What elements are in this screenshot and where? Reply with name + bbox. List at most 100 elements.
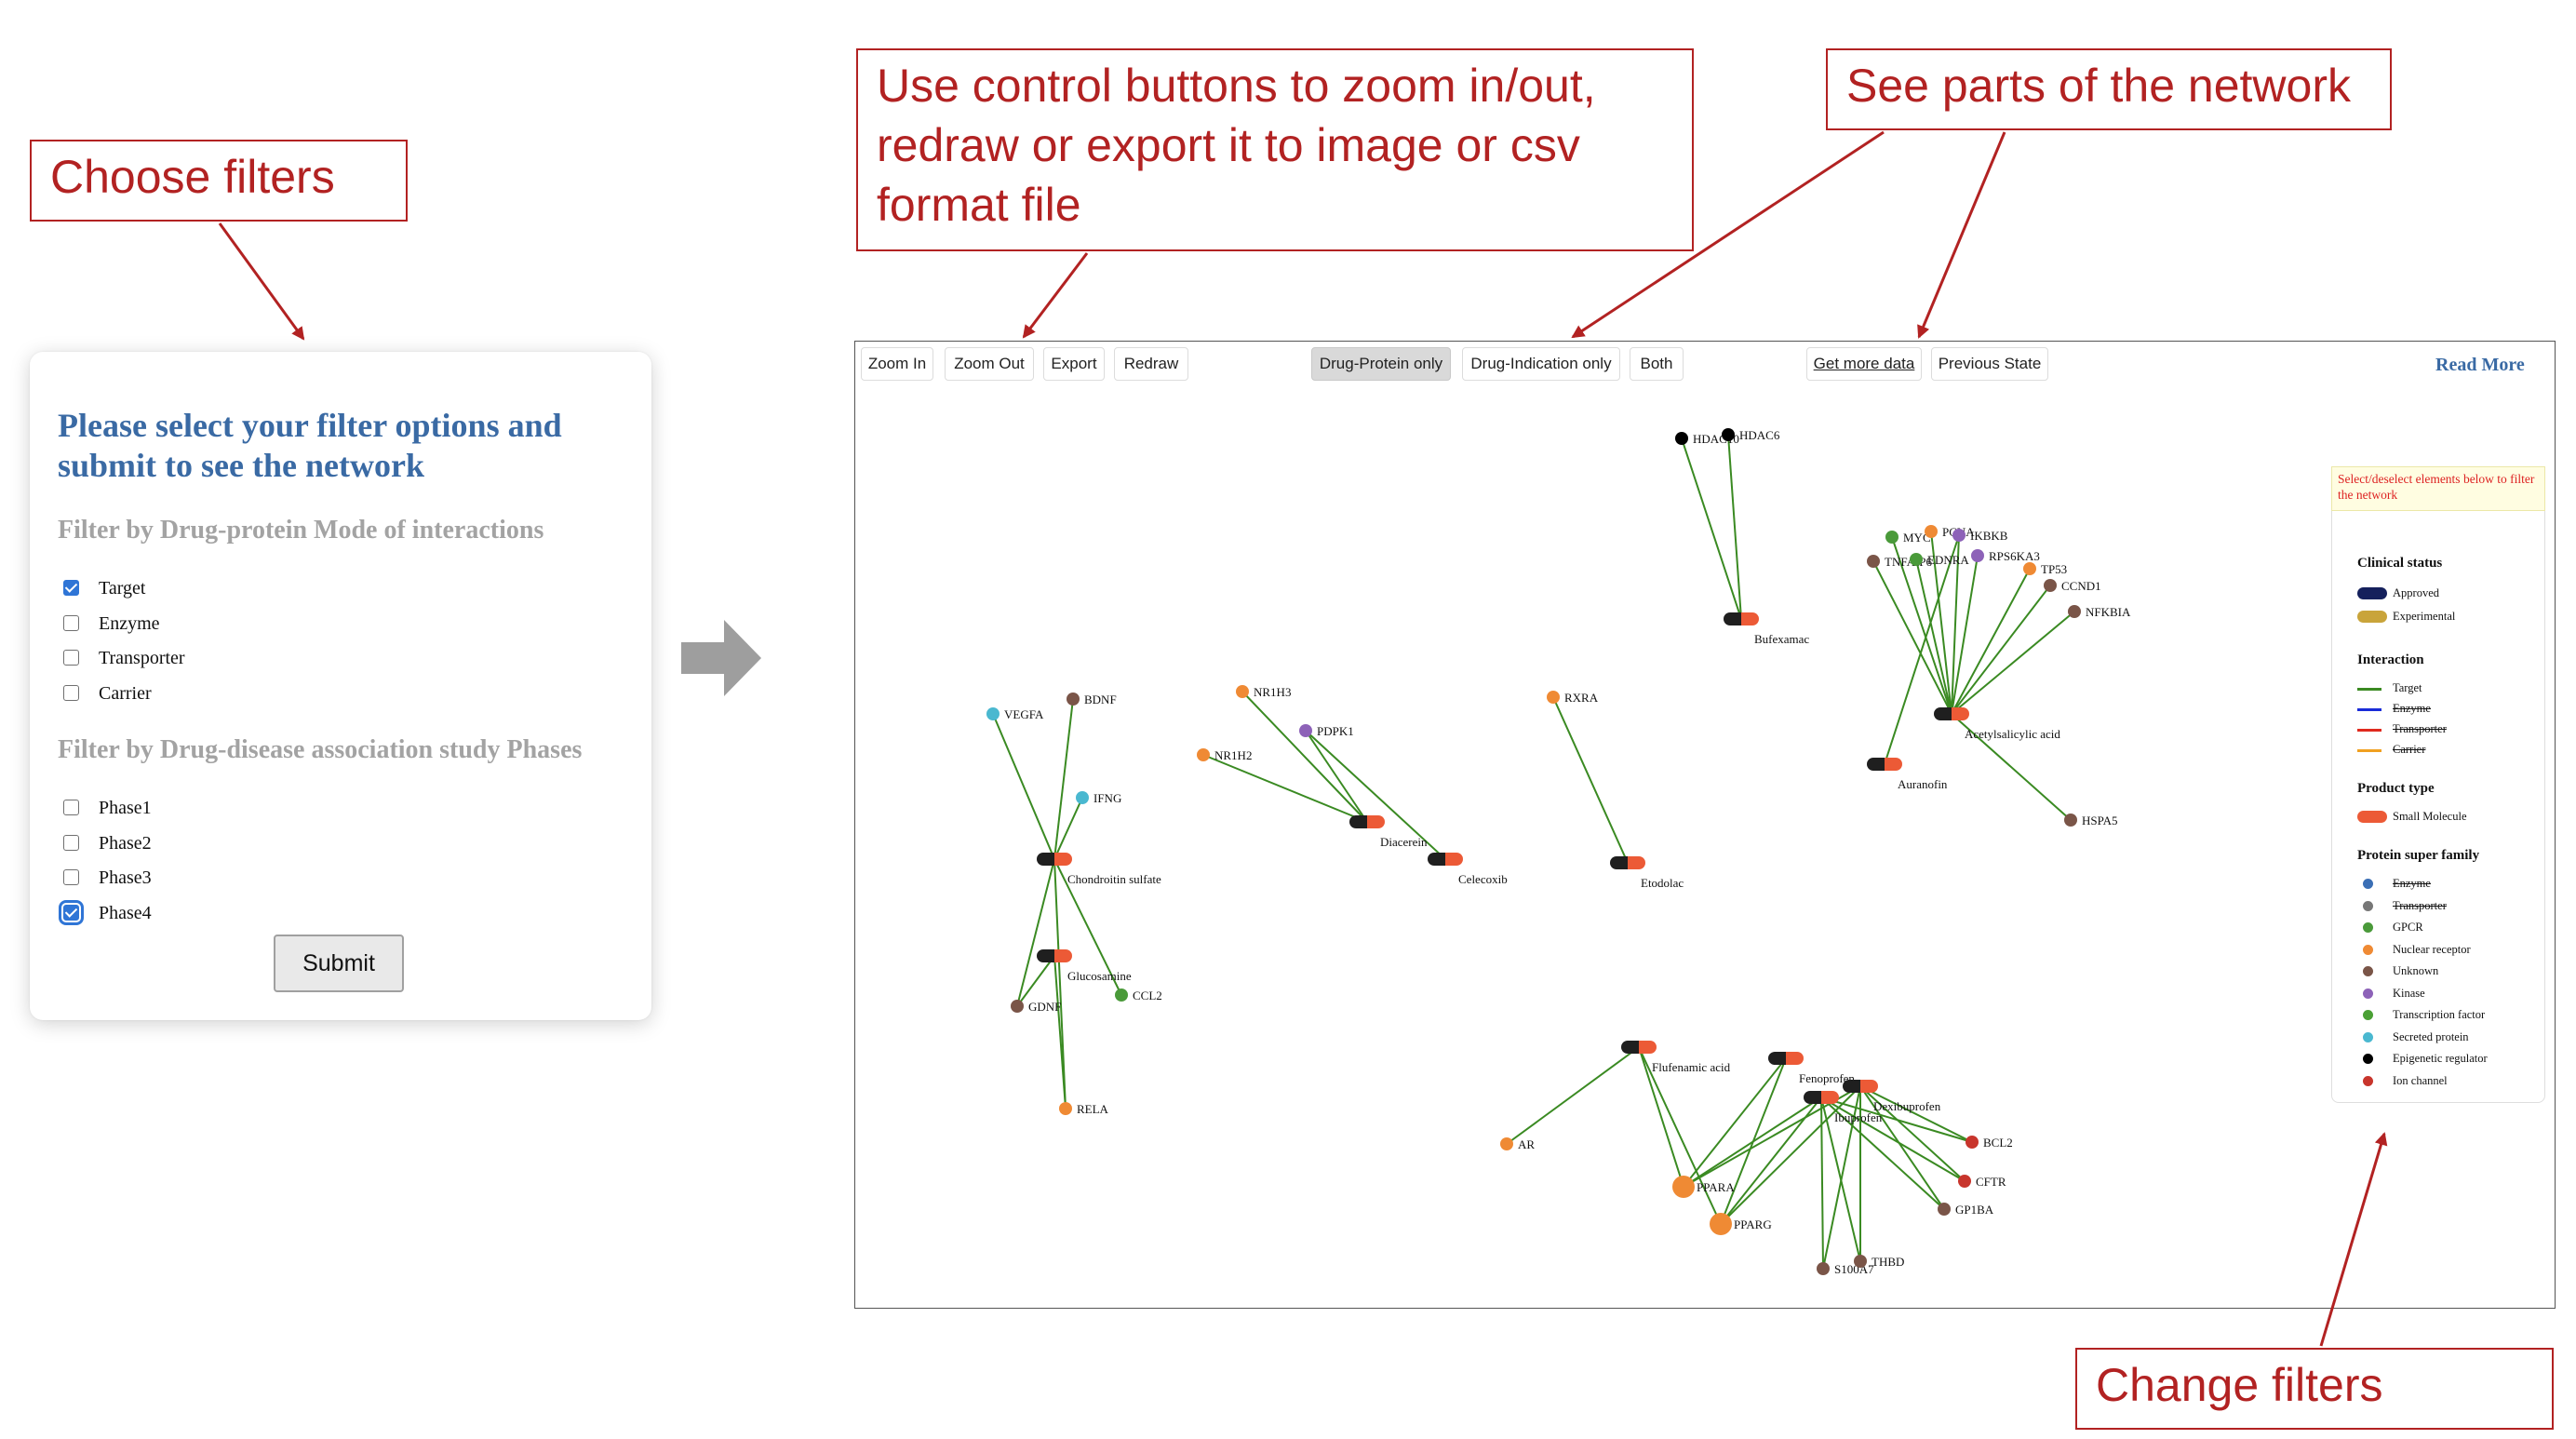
legend-clinical-item[interactable]: Approved [2393,586,2439,599]
previous-state-button[interactable]: Previous State [1931,347,2048,381]
protein-node-ednra[interactable]: EDNRA [1910,553,1969,567]
legend-dot-unknown[interactable] [2363,966,2373,976]
legend-pill-small-molecule[interactable] [2357,811,2387,823]
drug-indication-only-button[interactable]: Drug-Indication only [1462,347,1620,381]
legend-family-item[interactable]: Transcription factor [2393,1008,2486,1021]
protein-node-rxra[interactable]: RXRA [1547,691,1599,705]
protein-node-tnfaip6[interactable]: TNFAIP6 [1867,555,1933,569]
drug-node-flufenamic[interactable]: Flufenamic acid [1621,1041,1731,1074]
drug-protein-only-button[interactable]: Drug-Protein only [1311,347,1451,381]
drug-node-diacerein[interactable]: Diacerein [1349,815,1428,849]
drug-node-ibuprofen[interactable]: Ibuprofen [1804,1091,1883,1124]
legend-line-transporter[interactable] [2357,729,2381,732]
protein-node-ikbkb[interactable]: IKBKB [1952,529,2008,543]
protein-label: VEGFA [1004,707,1044,721]
drug-node-auranofin[interactable]: Auranofin [1867,758,1948,791]
legend-dot-enzyme[interactable] [2363,879,2373,889]
protein-node-ppara[interactable]: PPARA [1672,1176,1735,1198]
legend-dot-secreted-protein[interactable] [2363,1031,2373,1042]
protein-node-rela[interactable]: RELA [1059,1102,1109,1116]
legend-dot-ion-channel[interactable] [2363,1075,2373,1086]
drug-node-glucosamine[interactable]: Glucosamine [1037,949,1132,983]
legend-line-enzyme[interactable] [2357,708,2381,711]
zoom-in-button[interactable]: Zoom In [861,347,933,381]
moi-checkbox-enzyme[interactable] [63,614,79,631]
phase-checkbox-phase4[interactable] [59,899,84,925]
protein-node-pcna[interactable]: PCNA [1925,525,1975,539]
zoom-out-button[interactable]: Zoom Out [945,347,1034,381]
protein-node-myc[interactable]: MYC [1885,531,1931,545]
both-button[interactable]: Both [1630,347,1684,381]
phase-checkbox-phase1[interactable] [63,800,79,815]
protein-node-ccl2[interactable]: CCL2 [1115,988,1162,1002]
phase-checkbox-phase2[interactable] [63,834,79,851]
legend-dot-transporter[interactable] [2363,900,2373,911]
phase-checkbox-phase3[interactable] [63,869,79,885]
protein-node-nr1h2[interactable]: NR1H2 [1197,748,1252,762]
legend-line-target[interactable] [2357,688,2381,691]
get-more-data-button[interactable]: Get more data [1806,347,1922,381]
export-button[interactable]: Export [1043,347,1105,381]
redraw-button[interactable]: Redraw [1114,347,1188,381]
protein-node-bcl2[interactable]: BCL2 [1966,1136,2013,1150]
moi-checkbox-target[interactable] [63,580,79,596]
drug-node-dexibuprofen[interactable]: Dexibuprofen [1843,1080,1941,1113]
legend-family-item[interactable]: Kinase [2393,986,2425,1000]
legend-family-item[interactable]: Nuclear receptor [2393,942,2471,956]
drug-node-chondroitin[interactable]: Chondroitin sulfate [1037,853,1161,886]
drug-label: Diacerein [1380,835,1428,849]
protein-node-tp53[interactable]: TP53 [2023,562,2067,576]
protein-node-nfkbia[interactable]: NFKBIA [2068,605,2131,619]
protein-node-nr1h3[interactable]: NR1H3 [1236,685,1291,699]
legend-product-item[interactable]: Small Molecule [2393,810,2467,823]
legend-interaction-item[interactable]: Transporter [2393,722,2447,735]
phase-label: Phase2 [99,832,152,854]
drug-capsule-left [1724,612,1741,625]
drug-node-etodolac[interactable]: Etodolac [1610,856,1684,890]
legend-dot-nuclear-receptor[interactable] [2363,944,2373,955]
legend-pill-experimental[interactable] [2357,611,2387,623]
protein-node-cftr[interactable]: CFTR [1958,1175,2006,1189]
submit-button[interactable]: Submit [274,935,404,992]
protein-node-ccnd1[interactable]: CCND1 [2044,579,2101,593]
protein-node-thbd[interactable]: THBD [1854,1255,1904,1269]
legend-dot-gpcr[interactable] [2363,922,2373,933]
protein-node-ar[interactable]: AR [1500,1137,1535,1151]
legend-dot-transcription-factor[interactable] [2363,1010,2373,1020]
legend-family-item[interactable]: Transporter [2393,898,2447,912]
moi-checkbox-transporter[interactable] [63,650,79,666]
protein-node-bdnf[interactable]: BDNF [1067,693,1117,706]
legend-family-item[interactable]: Epigenetic regulator [2393,1052,2488,1065]
protein-node-rps6ka3[interactable]: RPS6KA3 [1971,549,2040,563]
legend-interaction-item[interactable]: Enzyme [2393,702,2431,715]
legend-clinical-item[interactable]: Experimental [2393,610,2456,623]
legend-family-item[interactable]: Ion channel [2393,1073,2448,1087]
protein-node-hdac6[interactable]: HDAC6 [1722,428,1780,442]
drug-node-celecoxib[interactable]: Celecoxib [1428,853,1508,886]
legend-line-carrier[interactable] [2357,749,2381,752]
protein-node-gp1ba[interactable]: GP1BA [1938,1203,1994,1217]
protein-node-ifng[interactable]: IFNG [1076,791,1121,805]
drug-label: Glucosamine [1067,969,1132,983]
legend-pill-approved[interactable] [2357,587,2387,599]
protein-node-pparg[interactable]: PPARG [1710,1213,1772,1235]
legend-dot-kinase[interactable] [2363,988,2373,999]
legend-family-item[interactable]: GPCR [2393,921,2423,934]
drug-node-bufexamac[interactable]: Bufexamac [1724,612,1809,646]
protein-node-vegfa[interactable]: VEGFA [986,707,1044,721]
legend-family-item[interactable]: Unknown [2393,964,2439,977]
legend-dot-epigenetic-regulator[interactable] [2363,1054,2373,1064]
protein-node-hspa5[interactable]: HSPA5 [2064,814,2118,827]
legend-interaction-item[interactable]: Target [2393,681,2422,694]
moi-checkbox-carrier[interactable] [63,684,79,701]
legend-family-item[interactable]: Enzyme [2393,877,2431,890]
drug-node-aspirin[interactable]: Acetylsalicylic acid [1934,707,2060,741]
legend-family-item[interactable]: Secreted protein [2393,1029,2469,1043]
drug-node-fenoprofen[interactable]: Fenoprofen [1768,1052,1855,1085]
read-more-link[interactable]: Read More [2435,355,2525,375]
legend-interaction-item[interactable]: Carrier [2393,743,2426,756]
protein-node-pdpk1[interactable]: PDPK1 [1299,724,1354,738]
protein-node-gdnf[interactable]: GDNF [1011,1000,1061,1014]
protein-dot [1854,1255,1867,1268]
protein-dot [2023,562,2036,575]
